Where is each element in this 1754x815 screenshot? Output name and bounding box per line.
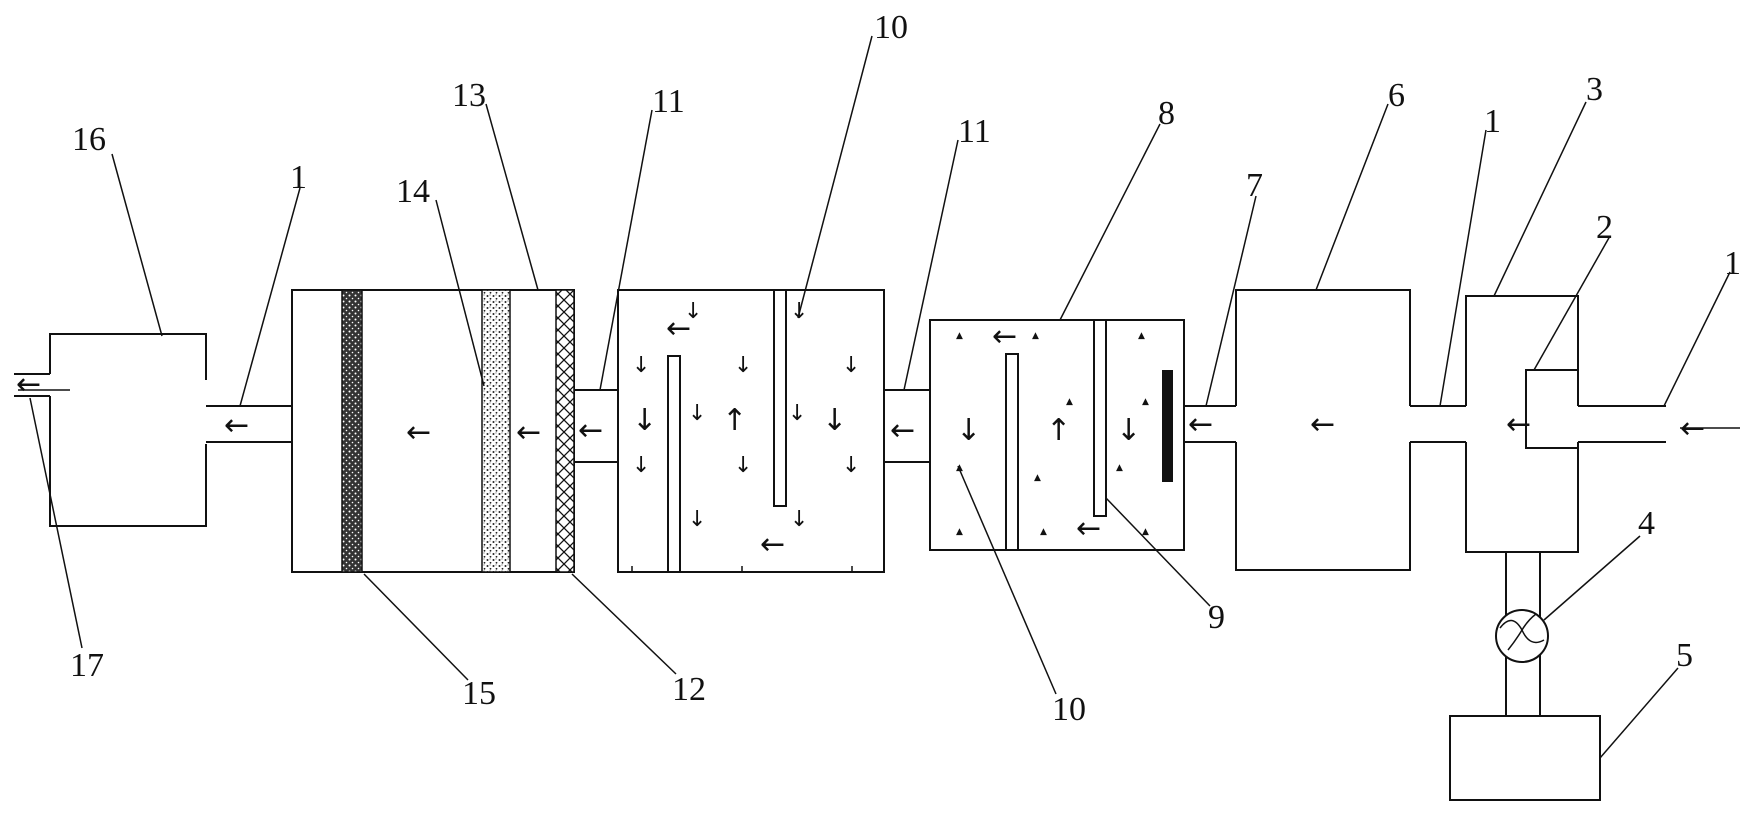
label-11: 11	[958, 113, 991, 150]
leader-lines	[29, 35, 1731, 759]
label-1: 1	[290, 159, 307, 196]
label-16: 16	[72, 121, 106, 158]
svg-text:▲: ▲	[1142, 527, 1149, 537]
svg-text:▲: ▲	[1040, 527, 1047, 537]
flow-arrow: ↓	[734, 453, 752, 478]
pipe-7: ←	[1184, 405, 1236, 443]
flow-arrow: ↓	[842, 353, 860, 378]
flow-arrow: ←	[992, 319, 1017, 354]
baffle-plate	[773, 289, 787, 507]
pipe-1-left: ←	[206, 405, 292, 443]
filter-media-layer-14	[481, 289, 511, 573]
chamber-6: ←	[1235, 289, 1411, 571]
flow-arrow: ↓	[632, 403, 657, 438]
label-15: 15	[462, 675, 496, 712]
label-8: 8	[1158, 95, 1175, 132]
baffle-tank-8: ← ↓ ↑ ↓ ← ▲ ▲ ▲ ▲ ▲ ▲ ▲ ▲ ▲ ▲ ▲	[929, 319, 1185, 551]
flow-arrow: ←	[578, 413, 603, 448]
svg-text:▲: ▲	[1142, 397, 1149, 407]
flow-arrow: ↓	[734, 353, 752, 378]
label-13: 13	[452, 77, 486, 114]
flow-arrow: ↑	[1046, 413, 1071, 448]
heating-plate	[1162, 370, 1173, 482]
svg-text:▲: ▲	[1138, 331, 1145, 341]
flow-arrow: ←	[890, 413, 915, 448]
flow-arrow: ↓	[688, 401, 706, 426]
baffle-plate	[1005, 353, 1019, 551]
flow-arrow: ↓	[688, 507, 706, 532]
flow-arrow: ↓	[956, 413, 981, 448]
baffle-plate	[1093, 319, 1107, 517]
flow-arrow: ←	[516, 415, 541, 450]
flow-arrow: ←	[224, 408, 249, 443]
label-3: 3	[1586, 71, 1603, 108]
label-17: 17	[70, 647, 104, 684]
svg-text:▲: ▲	[1034, 473, 1041, 483]
flow-arrow: ↓	[842, 453, 860, 478]
flow-arrow: ←	[1076, 511, 1101, 546]
svg-text:▲: ▲	[956, 527, 963, 537]
flow-arrow: ↓	[788, 401, 806, 426]
chamber-16	[49, 333, 207, 527]
flow-arrow: ←	[406, 415, 431, 450]
label-11: 11	[652, 83, 685, 120]
label-10: 10	[1052, 691, 1086, 728]
flow-arrow: ←	[760, 527, 785, 562]
label-14: 14	[396, 173, 430, 210]
flow-arrow: ←	[1506, 407, 1531, 442]
svg-text:▲: ▲	[1116, 463, 1123, 473]
component-labels: 16 1 13 14 11 10 11 8 7 6 1 3 2 1 4 5 9 …	[70, 9, 1741, 728]
label-4: 4	[1638, 505, 1655, 542]
activated-carbon-layer-15	[341, 289, 363, 573]
label-2: 2	[1596, 209, 1613, 246]
flow-arrow: ←	[16, 367, 41, 402]
flow-arrow: ↓	[822, 403, 847, 438]
label-6: 6	[1388, 77, 1405, 114]
flow-arrow: ←	[1188, 407, 1213, 442]
pipe-1-middle	[1410, 405, 1466, 443]
label-1: 1	[1484, 103, 1501, 140]
flow-arrow: ↑	[722, 403, 747, 438]
filter-tower-13: ← ←	[291, 289, 575, 573]
flow-arrow: ←	[1680, 411, 1705, 446]
flow-arrow: ↓	[684, 299, 702, 324]
baffle-tank-left: ↓ ↓ ← ↓ ↓ ↓ ↓ ↓ ↓ ↑ ↓ ↓ ↓ ↓ ↓ ↓ ←	[617, 289, 885, 573]
reservoir-5	[1449, 715, 1601, 801]
pump-impeller	[1507, 613, 1537, 651]
flow-arrow: ←	[1310, 407, 1335, 442]
flow-arrow: ↓	[632, 453, 650, 478]
pipe-11-right: ←	[884, 389, 930, 463]
outlet-pipe-17: ←	[14, 367, 70, 402]
pump-4	[1495, 609, 1549, 663]
flow-arrow: ←	[666, 311, 691, 346]
flow-arrow: ↓	[1116, 413, 1141, 448]
svg-text:▲: ▲	[1066, 397, 1073, 407]
inlet-pipe-1: ←	[1578, 405, 1740, 446]
svg-text:▲: ▲	[956, 331, 963, 341]
label-10: 10	[874, 9, 908, 46]
chamber-3: ←	[1465, 295, 1579, 553]
mesh-screen-12	[555, 289, 575, 573]
flow-arrow: ↓	[632, 353, 650, 378]
label-1: 1	[1724, 245, 1741, 282]
label-5: 5	[1676, 637, 1693, 674]
flow-arrow: ↓	[790, 507, 808, 532]
label-12: 12	[672, 671, 706, 708]
label-9: 9	[1208, 599, 1225, 636]
pipe-11-left: ←	[574, 389, 618, 463]
svg-text:▲: ▲	[1032, 331, 1039, 341]
baffle-plate	[667, 355, 681, 573]
pump-line	[1449, 552, 1601, 801]
label-7: 7	[1246, 167, 1263, 204]
